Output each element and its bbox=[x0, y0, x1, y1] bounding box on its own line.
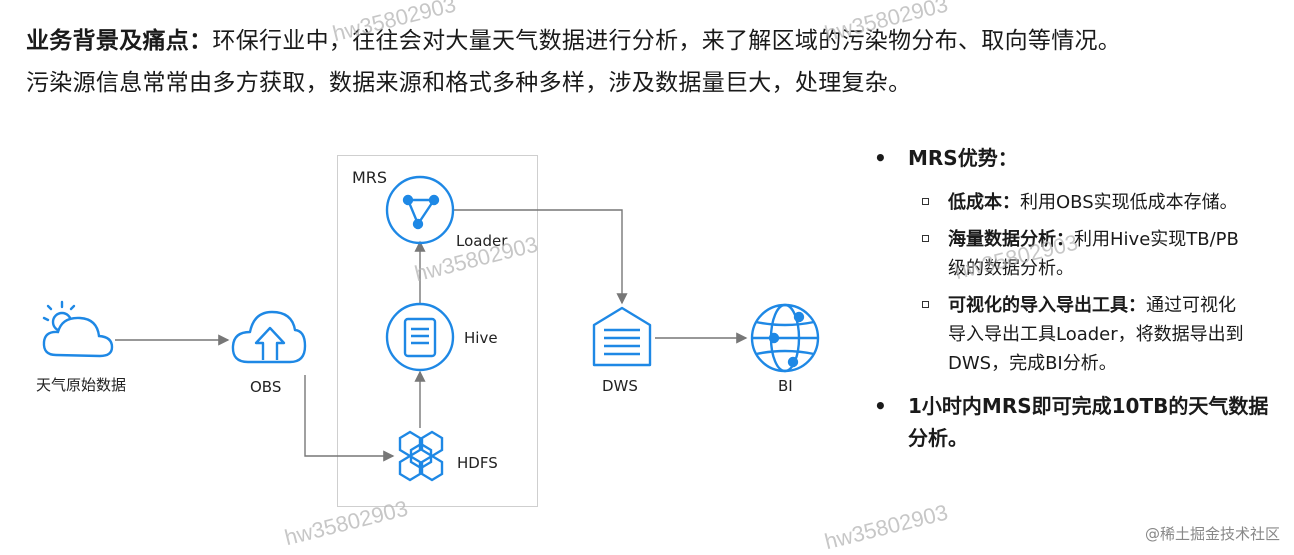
bullet-dot-icon: • bbox=[874, 146, 887, 170]
advantage-item-text: 利用Hive实现TB/PB级的数据分析。 bbox=[948, 229, 1239, 279]
square-bullet-icon bbox=[922, 198, 929, 205]
warehouse-icon bbox=[592, 306, 652, 367]
node-label-bi: BI bbox=[778, 377, 793, 395]
cloud-upload-icon bbox=[231, 310, 307, 364]
intro-heading: 业务背景及痛点： bbox=[26, 28, 213, 54]
advantages-title: MRS优势： bbox=[908, 146, 1018, 170]
advantages-title-item: • MRS优势： bbox=[872, 142, 1272, 174]
node-label-weather: 天气原始数据 bbox=[36, 376, 127, 394]
conclusion-text: 1小时内MRS即可完成10TB的天气数据分析。 bbox=[908, 394, 1269, 450]
advantage-item: 海量数据分析：利用Hive实现TB/PB级的数据分析。 bbox=[872, 225, 1248, 283]
advantage-item: 可视化的导入导出工具：通过可视化导入导出工具Loader，将数据导出到DWS，完… bbox=[872, 291, 1248, 378]
source-credit: @稀土掘金技术社区 bbox=[1144, 525, 1280, 543]
intro-line-1: 业务背景及痛点：环保行业中，往往会对大量天气数据进行分析，来了解区域的污染物分布… bbox=[26, 20, 1276, 62]
connectors bbox=[115, 209, 748, 462]
advantage-item-bold: 低成本： bbox=[948, 192, 1020, 213]
node-label-dws: DWS bbox=[602, 377, 638, 395]
advantage-item-bold: 海量数据分析： bbox=[948, 229, 1074, 250]
intro-line1-text: 环保行业中，往往会对大量天气数据进行分析，来了解区域的污染物分布、取向等情况。 bbox=[212, 28, 1122, 54]
advantages-panel: • MRS优势： 低成本：利用OBS实现低成本存储。 海量数据分析：利用Hive… bbox=[872, 142, 1272, 454]
bullet-dot-icon: • bbox=[874, 394, 887, 418]
advantage-item-text: 利用OBS实现低成本存储。 bbox=[1020, 192, 1238, 213]
arrow-obs-hdfs bbox=[304, 375, 395, 462]
triangle-network-icon bbox=[385, 175, 455, 245]
node-label-obs: OBS bbox=[250, 378, 282, 396]
intro-text: 业务背景及痛点：环保行业中，往往会对大量天气数据进行分析，来了解区域的污染物分布… bbox=[26, 20, 1276, 104]
advantage-item-bold: 可视化的导入导出工具： bbox=[948, 295, 1146, 316]
sun-cloud-icon bbox=[42, 300, 114, 358]
square-bullet-icon bbox=[922, 235, 929, 242]
node-label-hive: Hive bbox=[464, 329, 498, 347]
globe-icon bbox=[750, 303, 820, 373]
square-bullet-icon bbox=[922, 301, 929, 308]
document-list-icon bbox=[385, 302, 455, 372]
mrs-group-box bbox=[337, 155, 538, 507]
node-label-loader: Loader bbox=[456, 232, 508, 250]
mrs-group-label: MRS bbox=[352, 168, 388, 187]
arrow-loader-dws bbox=[452, 209, 628, 305]
intro-line-2: 污染源信息常常由多方获取，数据来源和格式多种多样，涉及数据量巨大，处理复杂。 bbox=[26, 70, 912, 96]
hexagon-cluster-icon bbox=[398, 430, 444, 482]
conclusion-item: • 1小时内MRS即可完成10TB的天气数据分析。 bbox=[872, 390, 1278, 454]
advantage-item-text: 通过可视化导入导出工具Loader，将数据导出到DWS，完成BI分析。 bbox=[948, 295, 1244, 374]
advantage-item: 低成本：利用OBS实现低成本存储。 bbox=[872, 188, 1248, 217]
node-label-hdfs: HDFS bbox=[457, 454, 498, 472]
